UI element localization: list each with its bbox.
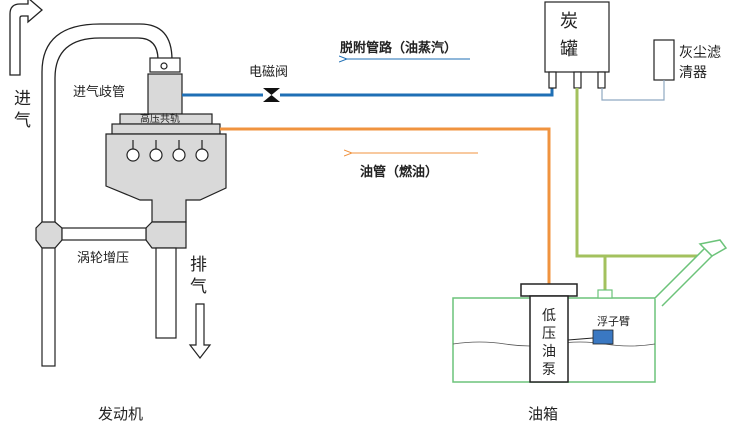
purge-line-label: 脱附管路（油蒸汽） (340, 40, 457, 56)
canister-label-1: 炭 (560, 11, 578, 32)
intake-manifold (147, 57, 183, 115)
pump-label-4: 泵 (542, 362, 556, 378)
vent-line (575, 88, 708, 290)
intake-manifold-label: 进气歧管 (73, 84, 125, 100)
pump-label-1: 低 (542, 308, 556, 324)
engine-label: 发动机 (98, 405, 143, 423)
pump-label-3: 油 (542, 344, 556, 360)
exhaust-arrow-icon (188, 303, 212, 359)
turbo-label: 涡轮增压 (77, 251, 129, 266)
intake-label-1: 进 (14, 89, 31, 109)
canister-label-2: 罐 (560, 39, 578, 60)
turbocharger (35, 221, 187, 367)
dust-filter (653, 39, 675, 81)
carbon-canister (544, 1, 610, 89)
intake-label-2: 气 (14, 111, 31, 131)
exhaust-label-1: 排 (190, 255, 207, 275)
purge-line (182, 74, 554, 97)
tank-vent-valve (597, 289, 613, 299)
exhaust-label-2: 气 (190, 277, 207, 297)
solenoid-valve-icon (263, 88, 280, 102)
pump-label-2: 压 (542, 326, 556, 342)
float-arm-rod (567, 337, 594, 341)
low-pressure-pump (520, 283, 578, 383)
filler-neck (654, 239, 728, 307)
dust-filter-label-1: 灰尘滤 (679, 45, 721, 61)
float-icon (592, 329, 614, 345)
intake-arrow-icon (9, 0, 43, 76)
intake-pipe (41, 23, 173, 222)
float-arm-label: 浮子臂 (597, 315, 630, 328)
solenoid-valve-label: 电磁阀 (249, 65, 288, 80)
engine-block (105, 133, 227, 223)
tank-label: 油箱 (528, 405, 558, 423)
dust-filter-line (601, 80, 665, 101)
fuel-line-label: 油管（燃油） (360, 164, 438, 180)
high-pressure-rail-label: 高压共轨 (140, 112, 180, 125)
dust-filter-label-2: 清器 (679, 65, 707, 81)
fuel-line (220, 127, 551, 285)
cylinder-icons (126, 140, 209, 162)
